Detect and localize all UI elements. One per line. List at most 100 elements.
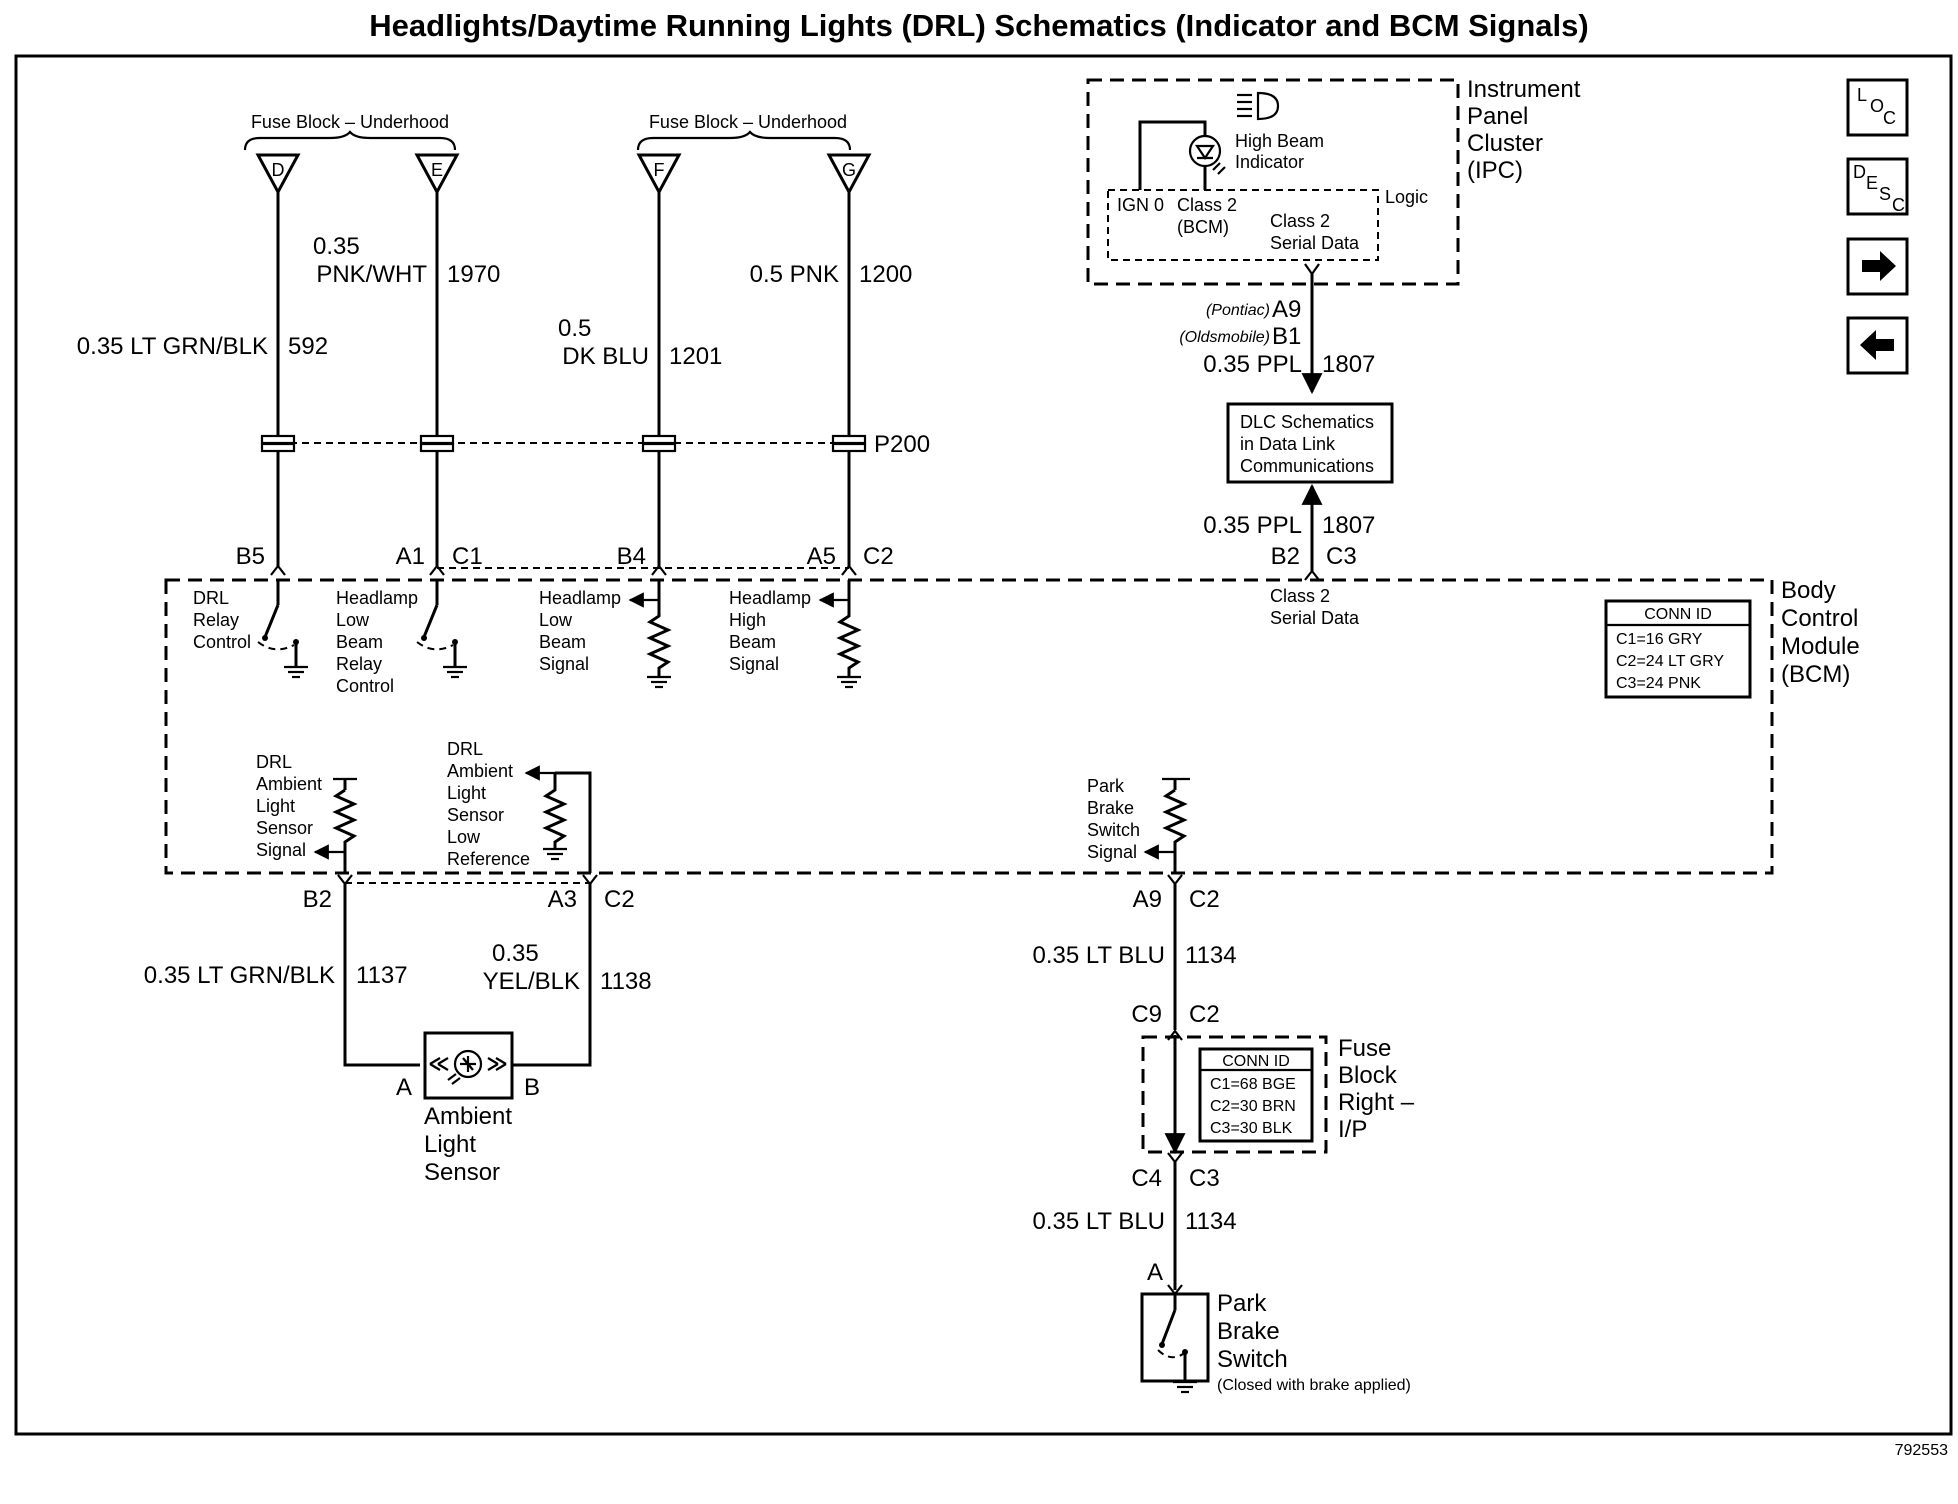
wire-1134-upper-gauge: 0.35 LT BLU [1032, 942, 1165, 969]
svg-text:L: L [1857, 85, 1867, 105]
svg-text:B1: B1 [1272, 323, 1301, 350]
ipc-out-connector [1304, 263, 1320, 276]
headlamp-low-beam-relay-control: Headlamp Low Beam Relay Control [336, 580, 467, 696]
svg-text:Class 2: Class 2 [1270, 211, 1330, 231]
pin-a5: A5 [807, 543, 836, 570]
next-button[interactable] [1846, 237, 1909, 296]
fuse-d: D [255, 153, 301, 196]
wire-1138-color: YEL/BLK [483, 968, 580, 995]
drl-ambient-light-sensor-low-reference: DRL Ambient Light Sensor Low Reference [447, 739, 592, 873]
svg-text:Class 2: Class 2 [1177, 195, 1237, 215]
headlamp-high-beam-signal: Headlamp High Beam Signal [729, 580, 862, 689]
loc-button[interactable]: L O C [1846, 78, 1909, 137]
svg-text:O: O [1870, 96, 1884, 116]
pin-a9: A9 [1133, 886, 1162, 913]
svg-text:Right –: Right – [1338, 1089, 1415, 1116]
svg-text:Control: Control [193, 632, 251, 652]
svg-text:Serial Data: Serial Data [1270, 233, 1360, 253]
svg-text:Relay: Relay [193, 610, 239, 630]
svg-text:C: C [1883, 108, 1896, 128]
svg-text:IGN 0: IGN 0 [1117, 195, 1164, 215]
svg-text:Body: Body [1781, 577, 1836, 604]
high-beam-icon [1237, 91, 1280, 121]
instrument-panel-cluster: Instrument Panel Cluster (IPC) High Beam… [1086, 76, 1581, 286]
svg-text:Park: Park [1087, 776, 1125, 796]
fuse-block-underhood-left: Fuse Block – Underhood [243, 112, 457, 151]
high-beam-led [1138, 120, 1226, 190]
back-button[interactable] [1846, 316, 1909, 375]
svg-text:Control: Control [336, 676, 394, 696]
wire-1970-color: PNK/WHT [316, 261, 427, 288]
park-brake-pin-a: A [1147, 1259, 1163, 1286]
arrow-right-icon [1862, 251, 1896, 281]
dlc-schematics-box[interactable]: DLC Schematics in Data Link Communicatio… [1226, 402, 1394, 484]
pin-a3: A3 [548, 886, 577, 913]
arrow-left-icon [1860, 330, 1894, 360]
svg-text:Switch: Switch [1217, 1346, 1288, 1373]
ambient-light-sensor: A B Ambient Light Sensor [396, 1031, 540, 1186]
park-brake-switch: A Park Brake Switch (Closed with brake a… [1140, 1259, 1411, 1394]
diagram-frame [14, 54, 1953, 1436]
svg-text:Low: Low [539, 610, 573, 630]
svg-text:Brake: Brake [1217, 1318, 1280, 1345]
svg-text:Ambient: Ambient [424, 1103, 512, 1130]
svg-text:Beam: Beam [336, 632, 383, 652]
bcm-box [164, 578, 1774, 875]
svg-text:Ambient: Ambient [447, 761, 513, 781]
svg-text:Low: Low [447, 827, 481, 847]
pin-a1: A1 [396, 543, 425, 570]
pin-c2-bottom: C2 [604, 886, 635, 913]
wire-1200-gauge: 0.5 PNK [750, 261, 839, 288]
svg-text:Control: Control [1781, 605, 1858, 632]
svg-text:CONN ID: CONN ID [1644, 606, 1712, 623]
bcm-dlc-pin-c3: C3 [1326, 543, 1357, 570]
pin-b2: B2 [303, 886, 332, 913]
svg-text:High: High [729, 610, 766, 630]
wire-592-gauge: 0.35 LT GRN/BLK [77, 333, 268, 360]
svg-text:DRL: DRL [193, 588, 229, 608]
svg-text:Beam: Beam [539, 632, 586, 652]
svg-text:Fuse: Fuse [1338, 1035, 1391, 1062]
svg-text:0.35 PPL: 0.35 PPL [1203, 351, 1302, 378]
ipc-logic-box [1107, 189, 1379, 261]
headlamp-low-beam-signal: Headlamp Low Beam Signal [539, 580, 672, 689]
svg-text:Signal: Signal [729, 654, 779, 674]
bcm-dlc-circuit: 1807 [1322, 512, 1375, 539]
svg-text:(BCM): (BCM) [1781, 661, 1850, 688]
svg-text:Sensor: Sensor [256, 818, 313, 838]
svg-text:S: S [1879, 184, 1891, 204]
svg-text:D: D [1853, 162, 1866, 182]
svg-text:C: C [1892, 195, 1905, 215]
drl-ambient-light-sensor-signal: DRL Ambient Light Sensor Signal [256, 752, 358, 873]
fuse-block-right-ip: CONN ID C1=68 BGE C2=30 BRN C3=30 BLK Fu… [1141, 1029, 1415, 1155]
fuse-ip-pin-c2: C2 [1189, 1001, 1220, 1028]
svg-text:DRL: DRL [447, 739, 483, 759]
svg-text:Signal: Signal [1087, 842, 1137, 862]
wire-1138-circuit: 1138 [600, 968, 652, 995]
svg-text:Logic: Logic [1385, 187, 1428, 207]
drl-relay-control: DRL Relay Control [193, 580, 308, 679]
diagram-title: Headlights/Daytime Running Lights (DRL) … [369, 8, 1588, 43]
wire-1134-upper-circuit: 1134 [1185, 942, 1237, 969]
svg-text:Switch: Switch [1087, 820, 1140, 840]
fuse-block-label: Fuse Block – Underhood [649, 112, 847, 132]
fuse-e: E [414, 153, 460, 196]
svg-text:(Oldsmobile): (Oldsmobile) [1179, 329, 1270, 346]
bcm-dlc-pin-b2: B2 [1271, 543, 1300, 570]
bcm-class2-serial-data: Class 2 Serial Data [1270, 586, 1360, 628]
bcm-conn-id-table: CONN ID C1=16 GRY C2=24 LT GRY C3=24 PNK [1604, 599, 1752, 699]
splice-label: P200 [874, 431, 930, 458]
svg-text:F: F [654, 160, 665, 180]
desc-button[interactable]: D E S C [1846, 157, 1909, 216]
svg-text:C1=68 BGE: C1=68 BGE [1210, 1076, 1296, 1093]
wire-1137-gauge: 0.35 LT GRN/BLK [144, 962, 335, 989]
svg-text:Relay: Relay [336, 654, 382, 674]
ambient-pin-b: B [524, 1074, 540, 1101]
fuse-ip-pin-c3: C3 [1189, 1165, 1220, 1192]
wire-1970-gauge: 0.35 [313, 233, 360, 260]
svg-text:Instrument: Instrument [1467, 76, 1581, 103]
svg-text:DRL: DRL [256, 752, 292, 772]
svg-text:Low: Low [336, 610, 370, 630]
svg-text:(Pontiac): (Pontiac) [1206, 302, 1270, 319]
svg-text:Cluster: Cluster [1467, 130, 1543, 157]
